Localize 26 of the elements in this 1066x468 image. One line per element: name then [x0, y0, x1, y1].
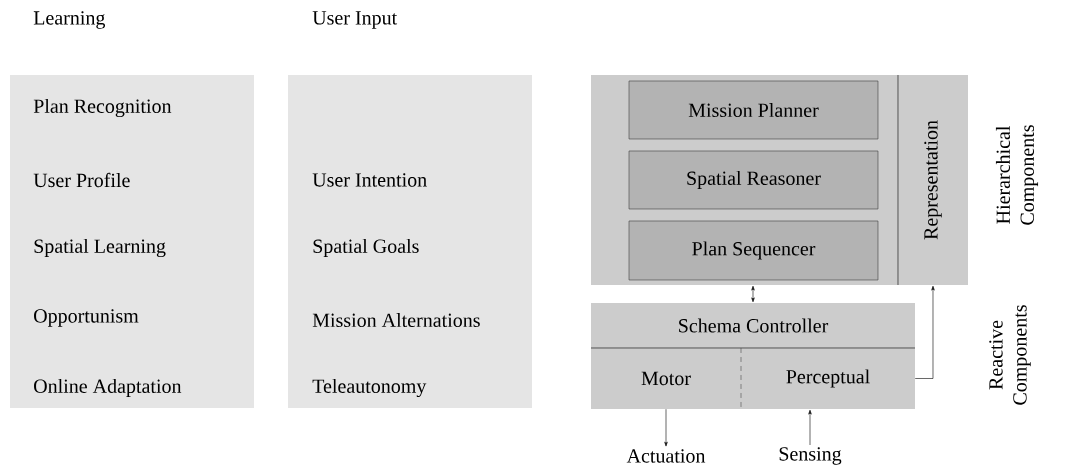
controller-section: Schema Controller — [679, 318, 829, 333]
list-item: Spatial Goals — [313, 238, 419, 258]
io-label: Sensing — [779, 447, 842, 465]
list-item: Teleautonomy — [312, 378, 427, 398]
list-item: Plan Recognition — [33, 98, 172, 118]
list-item: User Profile — [33, 172, 130, 188]
panel-heading: User Input — [312, 11, 398, 29]
arrow — [751, 285, 755, 303]
representation-column: Representation — [897, 74, 968, 286]
list-item: Opportunism — [34, 309, 139, 327]
process-box: Spatial Reasoner — [628, 150, 879, 210]
arrow — [914, 285, 935, 379]
list-item: Online Adaptation — [34, 378, 182, 398]
motor-section: Motor — [641, 371, 691, 386]
list-item: Mission Alternations — [312, 312, 480, 327]
perceptual-section: Perceptual — [786, 369, 870, 388]
panel-heading: Learning — [33, 11, 106, 29]
process-box: Mission Planner — [628, 80, 879, 140]
side-label: Reactive Components — [989, 305, 1031, 405]
arrow — [664, 408, 668, 447]
list-item: User Intention — [312, 173, 427, 187]
io-label: Actuation — [626, 449, 706, 463]
list-item: Spatial Learning — [34, 238, 166, 258]
side-label: Hierarchical Components — [995, 125, 1039, 225]
process-box: Plan Sequencer — [628, 220, 879, 281]
arrow — [808, 409, 812, 446]
